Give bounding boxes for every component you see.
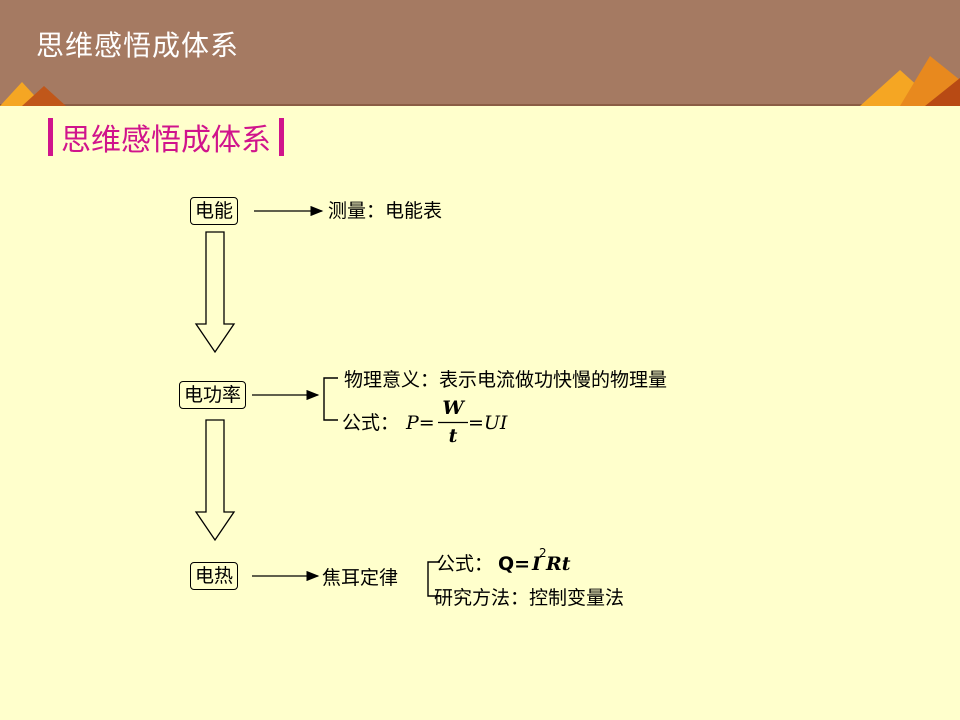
heat-method-text: 研究方法：控制变量法	[434, 587, 625, 609]
heat-formula-q: Q=	[498, 553, 531, 575]
energy-measure-text: 测量：电能表	[328, 200, 443, 222]
power-formula-denominator: t	[448, 425, 458, 447]
section-title-text: 思维感悟成体系	[61, 123, 271, 158]
title-bar-left	[48, 118, 53, 156]
power-formula-rhs: =UI	[468, 412, 508, 434]
decorative-triangles	[0, 56, 960, 106]
joule-law-text: 焦耳定律	[322, 567, 399, 589]
heat-formula-i: I	[532, 553, 541, 575]
node-electric-heat: 电热	[190, 562, 239, 590]
power-meaning-text: 物理意义：表示电流做功快慢的物理量	[344, 369, 668, 391]
bracket-heat	[427, 561, 440, 597]
header-bar: 思维感悟成体系	[0, 0, 960, 104]
title-bar-right	[279, 118, 284, 156]
power-formula-numerator: W	[442, 397, 464, 419]
section-title: 思维感悟成体系	[48, 116, 284, 158]
power-formula-label: 公式：	[342, 412, 400, 434]
heat-formula-label: 公式：	[436, 553, 494, 575]
node-electric-energy: 电能	[190, 197, 239, 225]
bracket-power	[323, 377, 338, 421]
block-arrow-energy-power	[194, 231, 236, 354]
heat-formula-rt: Rt	[546, 553, 571, 575]
header-title: 思维感悟成体系	[36, 29, 240, 62]
power-formula-lhs: P=	[406, 412, 435, 434]
fraction-bar	[438, 421, 468, 424]
heat-formula-exponent: 2	[539, 546, 547, 560]
block-arrow-power-heat	[194, 419, 236, 542]
header-divider	[0, 104, 960, 106]
node-electric-power: 电功率	[179, 381, 247, 409]
